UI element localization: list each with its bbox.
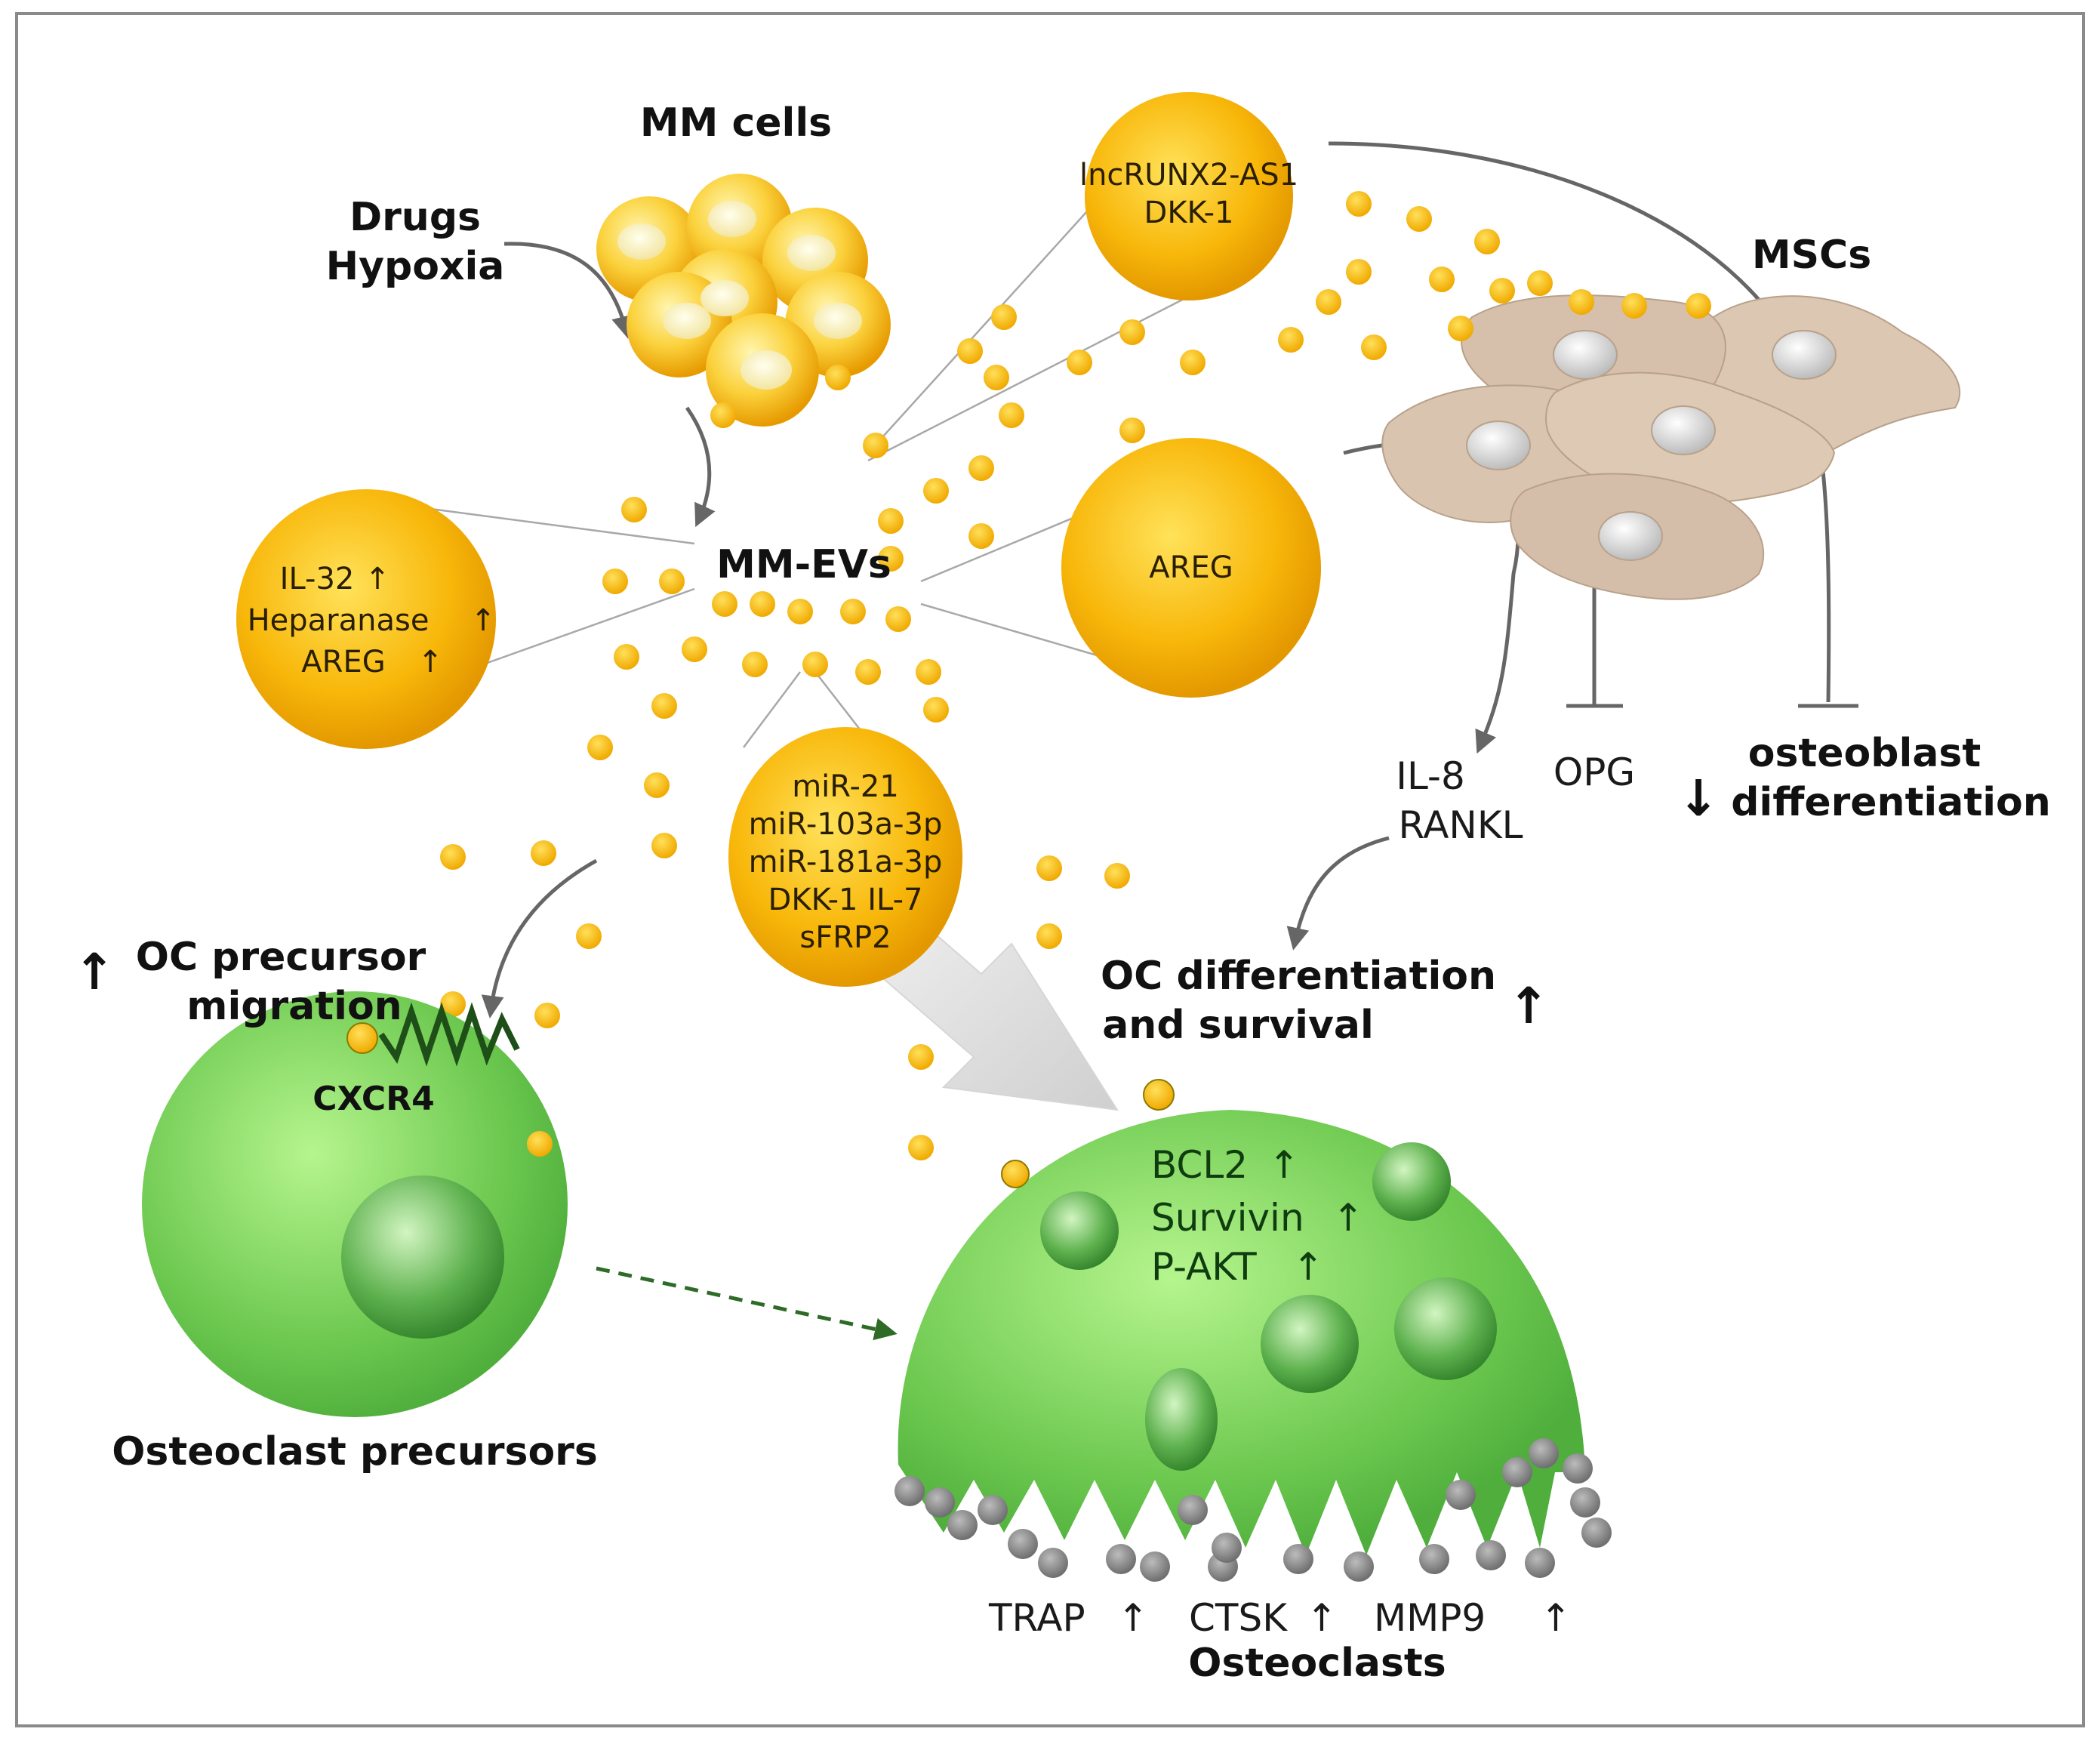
cargo-left-up-arrow-3: ↑ [417, 645, 443, 679]
rankl-to-oc-arrow [1286, 836, 1390, 951]
drugs-label: Drugs [349, 195, 481, 240]
cargo-center-line-4: DKK-1 IL-7 [768, 883, 923, 917]
marker-survivin: Survivin [1151, 1196, 1304, 1240]
osteoblast-label: osteoblast [1748, 731, 1981, 776]
cxcr4-receptor-icon [378, 1002, 520, 1067]
osteoclast-markers: BCL2 ↑ Survivin ↑ P-AKT ↑ [1151, 1143, 1364, 1289]
secreted-factors: TRAP ↑ CTSK ↑ MMP9 ↑ [988, 1596, 1572, 1640]
rankl-label: RANKL [1399, 803, 1523, 847]
differentiation-label: differentiation [1731, 780, 2051, 825]
mm-cells-to-evs-arrow [685, 406, 716, 528]
oc-migration-up-arrow: ↑ [73, 943, 115, 1001]
cargo-left-line-1: IL-32 [280, 562, 355, 596]
marker-bcl2-up-arrow: ↑ [1268, 1143, 1300, 1187]
extracellular-vesicles [440, 191, 1711, 1160]
secreted-enzyme-particles [895, 1438, 1612, 1582]
cargo-left-line-2: Heparanase [248, 603, 430, 638]
cargo-center-line-3: miR-181a-3p [749, 845, 943, 880]
il8-label: IL-8 [1396, 754, 1465, 798]
cargo-top-line-1: lncRUNX2-AS1 [1079, 158, 1298, 193]
cargo-left-up-arrow-1: ↑ [365, 562, 390, 596]
precursor-nucleus [341, 1176, 504, 1339]
marker-pakt-up-arrow: ↑ [1292, 1245, 1324, 1289]
precursor-to-osteoclast-arrow [596, 1266, 898, 1341]
mm-cells-cluster [596, 174, 891, 427]
secreted-trap: TRAP [988, 1596, 1085, 1640]
opg-label: OPG [1553, 750, 1635, 794]
drugs-to-mm-arrow [503, 242, 634, 339]
osteoblast-down-arrow: ↓ [1677, 769, 1719, 827]
marker-bcl2: BCL2 [1151, 1143, 1248, 1187]
mm-cells-label: MM cells [640, 100, 832, 146]
cargo-connector-lines [407, 211, 1193, 748]
osteoclast-precursors-label: Osteoclast precursors [112, 1429, 598, 1474]
secreted-ctsk: CTSK [1189, 1596, 1288, 1640]
oc-precursor-label: OC precursor [136, 935, 426, 980]
osteoclasts-label: Osteoclasts [1188, 1641, 1446, 1686]
and-survival-label: and survival [1102, 1003, 1374, 1048]
cargo-circle-right: AREG [1061, 438, 1321, 698]
hypoxia-label: Hypoxia [326, 244, 505, 289]
cargo-center-line-5: sFRP2 [799, 920, 891, 955]
evs-to-precursor-arrow [481, 858, 598, 1018]
oc-differentiation-up-arrow: ↑ [1507, 977, 1549, 1035]
migration-label: migration [186, 984, 402, 1029]
cargo-top-line-2: DKK-1 [1144, 196, 1234, 230]
cargo-left-line-3: AREG [301, 645, 385, 679]
cargo-left-up-arrow-2: ↑ [470, 603, 496, 638]
osteoclast-cell [898, 1079, 1585, 1555]
secreted-ctsk-up-arrow: ↑ [1306, 1596, 1338, 1640]
osteoclast-nucleus-5 [1145, 1368, 1218, 1471]
cargo-center-line-2: miR-103a-3p [749, 807, 943, 842]
osteoclast-nucleus-4 [1394, 1277, 1497, 1380]
cargo-right-line-1: AREG [1149, 550, 1233, 585]
marker-survivin-up-arrow: ↑ [1332, 1196, 1364, 1240]
marker-pakt: P-AKT [1151, 1245, 1257, 1289]
osteoclast-nucleus-3 [1261, 1295, 1359, 1393]
osteoclast-precursor-cell [142, 991, 568, 1417]
secreted-trap-up-arrow: ↑ [1117, 1596, 1149, 1640]
mm-evs-label: MM-EVs [716, 542, 891, 587]
cxcr4-label: CXCR4 [313, 1080, 434, 1118]
cargo-circle-top: lncRUNX2-AS1 DKK-1 [1079, 92, 1298, 300]
mscs-label: MSCs [1752, 233, 1871, 278]
oc-differentiation-label: OC differentiation [1101, 954, 1496, 999]
osteoclast-nucleus-1 [1040, 1191, 1119, 1270]
secreted-mmp9: MMP9 [1374, 1596, 1486, 1640]
osteoclast-nucleus-2 [1372, 1142, 1451, 1221]
cargo-circle-center: miR-21 miR-103a-3p miR-181a-3p DKK-1 IL-… [728, 727, 962, 987]
cargo-circle-left: IL-32 ↑ Heparanase ↑ AREG ↑ [236, 489, 496, 749]
cargo-center-line-1: miR-21 [792, 769, 899, 804]
mscs-cell-cluster [1381, 294, 1961, 600]
secreted-mmp9-up-arrow: ↑ [1540, 1596, 1572, 1640]
